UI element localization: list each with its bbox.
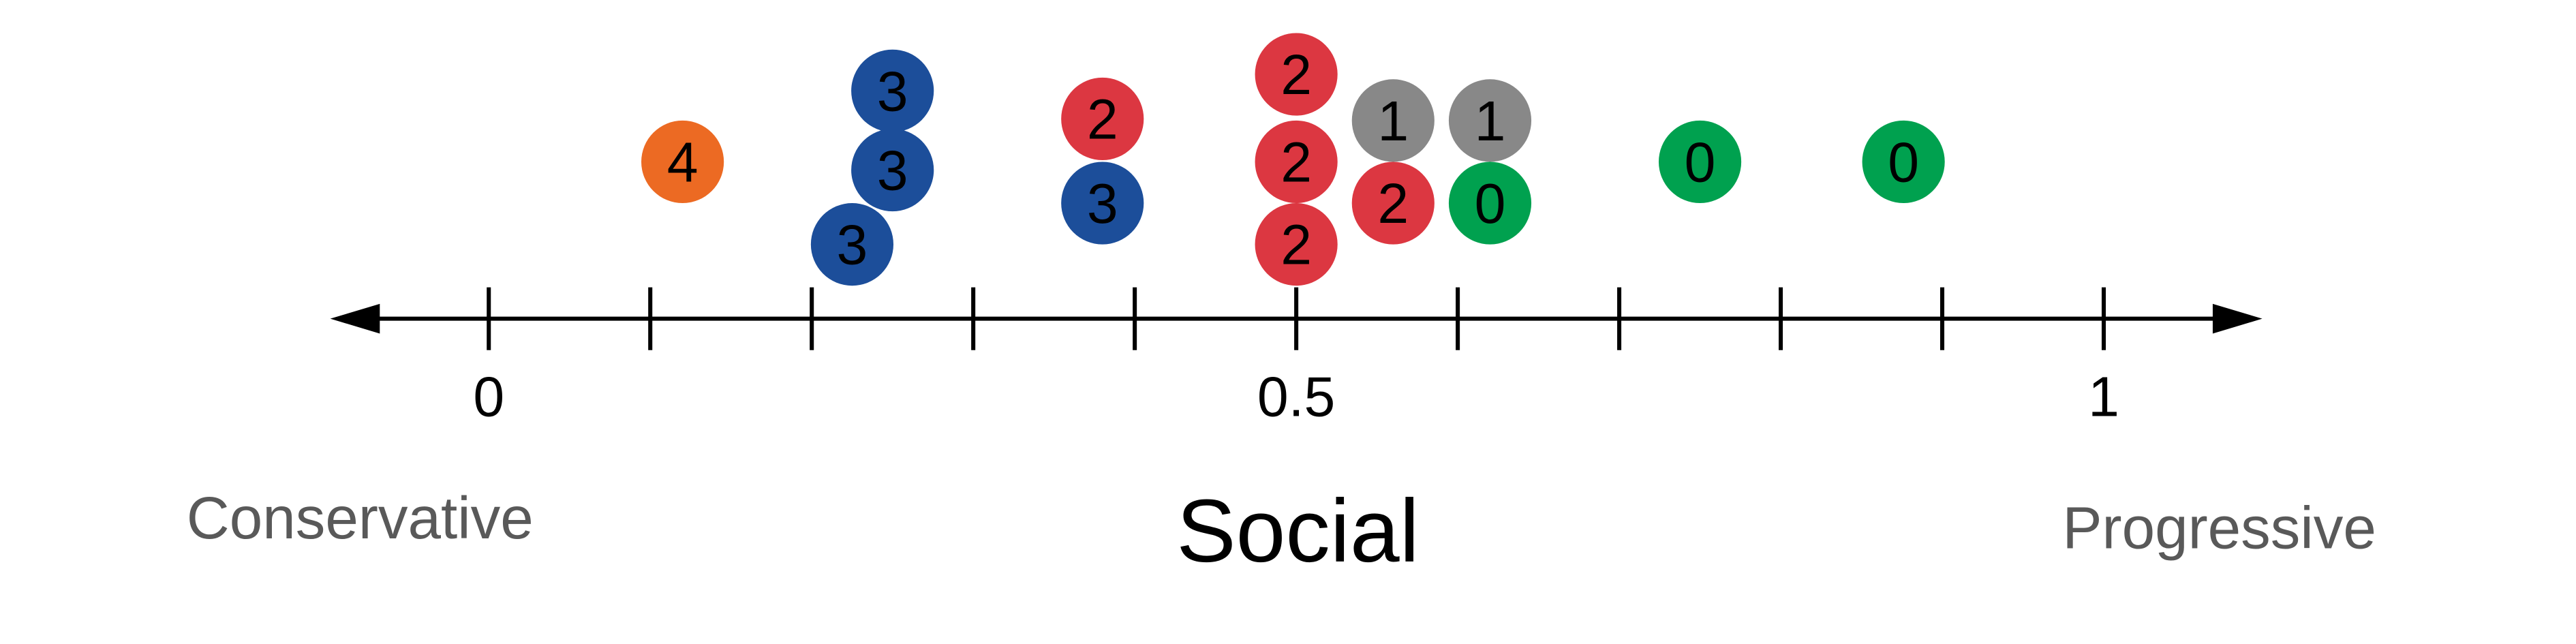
point-label: 1 [1377, 90, 1409, 153]
data-point: 3 [1061, 162, 1144, 245]
conservative-label: Conservative [187, 485, 534, 551]
data-point: 0 [1862, 120, 1945, 204]
point-label: 2 [1087, 89, 1118, 151]
point-label: 4 [667, 132, 699, 194]
point-label: 3 [1087, 172, 1118, 235]
point-label: 0 [1475, 172, 1506, 235]
point-label: 0 [1888, 132, 1919, 194]
data-point: 3 [810, 203, 894, 286]
data-point: 4 [641, 120, 724, 204]
data-point: 3 [851, 49, 934, 132]
point-marker [1061, 162, 1144, 245]
point-marker [1448, 79, 1532, 162]
point-label: 2 [1281, 44, 1312, 106]
data-point: 2 [1061, 77, 1144, 161]
point-marker [1351, 79, 1435, 162]
data-point: 3 [851, 129, 934, 212]
data-point: 0 [1448, 162, 1532, 245]
point-label: 0 [1685, 132, 1716, 194]
point-marker [1448, 162, 1532, 245]
left-arrow-icon [330, 303, 380, 334]
point-marker [1255, 120, 1338, 204]
data-point: 1 [1448, 79, 1532, 162]
point-marker [851, 49, 934, 132]
data-point: 0 [1658, 120, 1742, 204]
progressive-label: Progressive [2062, 495, 2376, 561]
point-marker [1658, 120, 1742, 204]
point-marker [1061, 77, 1144, 161]
point-marker [1351, 162, 1435, 245]
point-marker [1255, 33, 1338, 116]
point-label: 2 [1281, 132, 1312, 194]
point-label: 3 [877, 140, 908, 202]
point-marker [1255, 203, 1338, 286]
right-arrow-icon [2212, 303, 2263, 334]
tick-label: 0 [473, 366, 504, 429]
point-marker [851, 129, 934, 212]
point-label: 1 [1475, 90, 1506, 153]
point-label: 3 [877, 60, 908, 123]
data-point: 2 [1255, 33, 1338, 116]
point-marker [1862, 120, 1945, 204]
point-marker [810, 203, 894, 286]
data-point: 2 [1255, 120, 1338, 204]
tick-label: 0.5 [1257, 366, 1336, 429]
point-label: 3 [837, 214, 868, 277]
data-point: 2 [1255, 203, 1338, 286]
point-marker [641, 120, 724, 204]
x-axis-title: Social [1176, 481, 1419, 581]
data-point: 2 [1351, 162, 1435, 245]
tick-label: 1 [2088, 366, 2119, 429]
data-point: 1 [1351, 79, 1435, 162]
point-label: 2 [1281, 214, 1312, 277]
point-label: 2 [1377, 172, 1409, 235]
